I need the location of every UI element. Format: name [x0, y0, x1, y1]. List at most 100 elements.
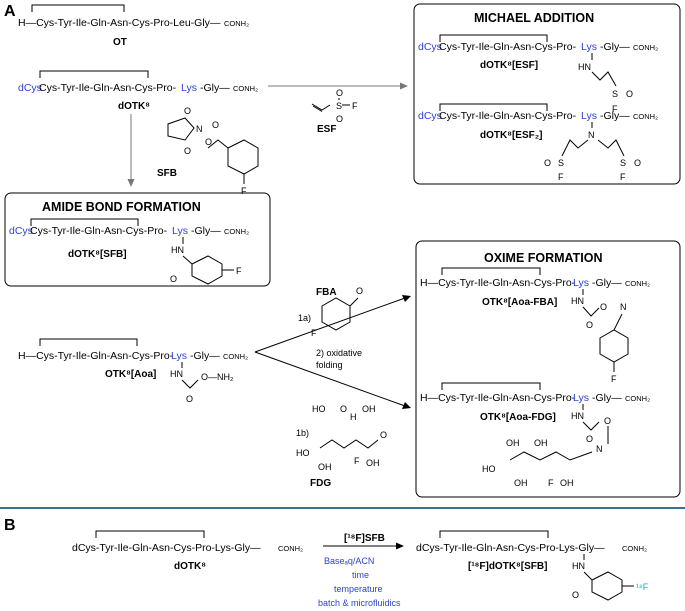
fdg-label: FDG — [310, 478, 331, 489]
aoa-gly: -Gly— — [190, 350, 220, 362]
aoa-sequence: H—Cys-Tyr-Ile-Gln-Asn-Cys-Pro- — [18, 350, 174, 362]
esf2-f-left: F — [558, 172, 564, 182]
fdg-o1: O — [340, 404, 347, 414]
esf-o2: O — [626, 89, 633, 99]
fba-product: H—Cys-Tyr-Ile-Gln-Asn-Cys-Pro- Lys -Gly—… — [420, 267, 650, 384]
sfb-lys: Lys — [172, 225, 188, 237]
sfb-prod-hn: HN — [171, 245, 184, 255]
fdg-ho1: HO — [312, 404, 326, 414]
b-reactant-conh2: CONH₂ — [278, 544, 303, 553]
sfb-label: SFB — [157, 168, 177, 179]
dotk8-dcys: dCys — [18, 82, 42, 94]
aoa-label: OTK⁸[Aoa] — [105, 369, 156, 380]
b-reactant-label: dOTK⁸ — [174, 561, 206, 572]
b-product-sequence: dCys-Tyr-Ile-Gln-Asn-Cys-Pro-Lys-Gly— — [416, 542, 605, 554]
dotk8-gly: -Gly— — [200, 82, 230, 94]
esf2-n: N — [588, 130, 595, 140]
b-condition-1: Baseₐq/ACN — [324, 556, 374, 566]
b-prod-o: O — [572, 590, 579, 600]
esf2-conh2: CONH₂ — [633, 112, 658, 121]
dotk8-conh2: CONH₂ — [233, 84, 258, 93]
oxime-title: OXIME FORMATION — [484, 251, 603, 265]
fdg-reagent: 1b) HO O H OH HO OH F OH O FDG — [296, 404, 387, 489]
esf2-dcys: dCys — [418, 110, 442, 122]
esf-s2: S — [612, 89, 618, 99]
sfb-prod-o: O — [170, 274, 177, 284]
fdg-prod-lys: Lys — [573, 392, 589, 404]
dotk8-sequence: Cys-Tyr-Ile-Gln-Asn-Cys-Pro- — [39, 82, 177, 94]
esf2-sequence: Cys-Tyr-Ile-Gln-Asn-Cys-Pro- — [439, 110, 577, 122]
fba-prod-lys: Lys — [573, 277, 589, 289]
b-condition-4: batch & microfluidics — [318, 598, 401, 608]
oxime-formation-box — [415, 240, 681, 498]
esf2-o-right: O — [634, 158, 641, 168]
fdg-oh1: OH — [362, 404, 376, 414]
ot-structure: H—Cys-Tyr-Ile-Gln-Asn-Cys-Pro-Leu-Gly— C… — [18, 4, 249, 48]
aoa-o: O — [186, 394, 193, 404]
fdg-prod-conh2: CONH₂ — [625, 394, 650, 403]
b-condition-2: time — [352, 570, 369, 580]
fba-label: FBA — [316, 287, 337, 298]
fba-prod-hn: HN — [571, 296, 584, 306]
fdg-product-label: OTK⁸[Aoa-FDG] — [480, 412, 556, 423]
fba-o: O — [356, 286, 363, 296]
fba-prod-o1: O — [586, 320, 593, 330]
b-prod-f18: ¹⁸F — [636, 582, 649, 592]
esf2-lys: Lys — [581, 110, 597, 122]
fdg-prod-hn: HN — [571, 411, 584, 421]
esf2-f-right: F — [620, 172, 626, 182]
sfb-product-label: dOTK⁸[SFB] — [68, 249, 127, 260]
b-product-label: [¹⁸F]dOTK⁸[SFB] — [468, 561, 547, 572]
ot-sequence: H—Cys-Tyr-Ile-Gln-Asn-Cys-Pro-Leu-Gly— — [18, 17, 221, 29]
esf-sequence: Cys-Tyr-Ile-Gln-Asn-Cys-Pro- — [439, 41, 577, 53]
sfb-f: F — [241, 186, 247, 196]
fba-prod-f: F — [611, 374, 617, 384]
arrow-to-oxime-fdg-head — [402, 402, 411, 409]
fba-prod-gly: -Gly— — [592, 277, 622, 289]
fdg-prod-f: F — [548, 478, 554, 488]
b-product-conh2: CONH₂ — [622, 544, 647, 553]
sfb-o4: O — [212, 120, 219, 130]
fdg-oh3: OH — [366, 458, 380, 468]
fba-prod-n: N — [620, 302, 627, 312]
esf-product-label: dOTK⁸[ESF] — [480, 60, 538, 71]
panel-label-a: A — [4, 3, 16, 20]
esf-reagent: S F O O ESF — [311, 88, 358, 135]
arrow-to-oxime-fba — [254, 297, 406, 353]
esf2-s-left: S — [558, 158, 564, 168]
sfb-o1: O — [184, 106, 191, 116]
panel-label-b: B — [4, 517, 16, 534]
fdg-f: F — [354, 456, 360, 466]
b-prod-hn: HN — [572, 561, 585, 571]
esf2-o-left: O — [544, 158, 551, 168]
aoa-onh2: O—NH₂ — [201, 372, 234, 382]
aoa-structure: H—Cys-Tyr-Ile-Gln-Asn-Cys-Pro- Lys -Gly—… — [18, 338, 248, 404]
fba-prod-o2: O — [600, 302, 607, 312]
arrow-to-oxime-fba-head — [402, 295, 411, 302]
esf-gly: -Gly— — [600, 41, 630, 53]
fdg-prod-gly: -Gly— — [592, 392, 622, 404]
michael-addition-box — [413, 3, 681, 185]
fdg-prod-o2: O — [604, 416, 611, 426]
esf-f: F — [352, 101, 358, 111]
dotk8-label: dOTK⁸ — [118, 101, 150, 112]
fba-product-label: OTK⁸[Aoa-FBA] — [482, 297, 557, 308]
step-1a: 1a) — [298, 313, 311, 323]
ot-label: OT — [113, 37, 127, 48]
fba-prod-sequence: H—Cys-Tyr-Ile-Gln-Asn-Cys-Pro- — [420, 277, 576, 289]
fdg-h: H — [350, 412, 357, 422]
esf2-product: dCys Cys-Tyr-Ile-Gln-Asn-Cys-Pro- Lys -G… — [418, 103, 658, 182]
step-1b: 1b) — [296, 428, 309, 438]
sfb-n: N — [196, 124, 203, 134]
step-2a: 2) oxidative — [316, 348, 362, 358]
fdg-prod-oh4: OH — [560, 478, 574, 488]
sfb-conh2: CONH₂ — [224, 227, 249, 236]
esf-s: S — [336, 101, 342, 111]
b-reagent: [¹⁸F]SFB — [344, 533, 385, 544]
fdg-o2: O — [380, 430, 387, 440]
dotk8-lys: Lys — [181, 82, 197, 94]
sfb-gly: -Gly— — [191, 225, 221, 237]
aoa-hn: HN — [170, 369, 183, 379]
michael-title: MICHAEL ADDITION — [474, 11, 594, 25]
esf2-s-right: S — [620, 158, 626, 168]
